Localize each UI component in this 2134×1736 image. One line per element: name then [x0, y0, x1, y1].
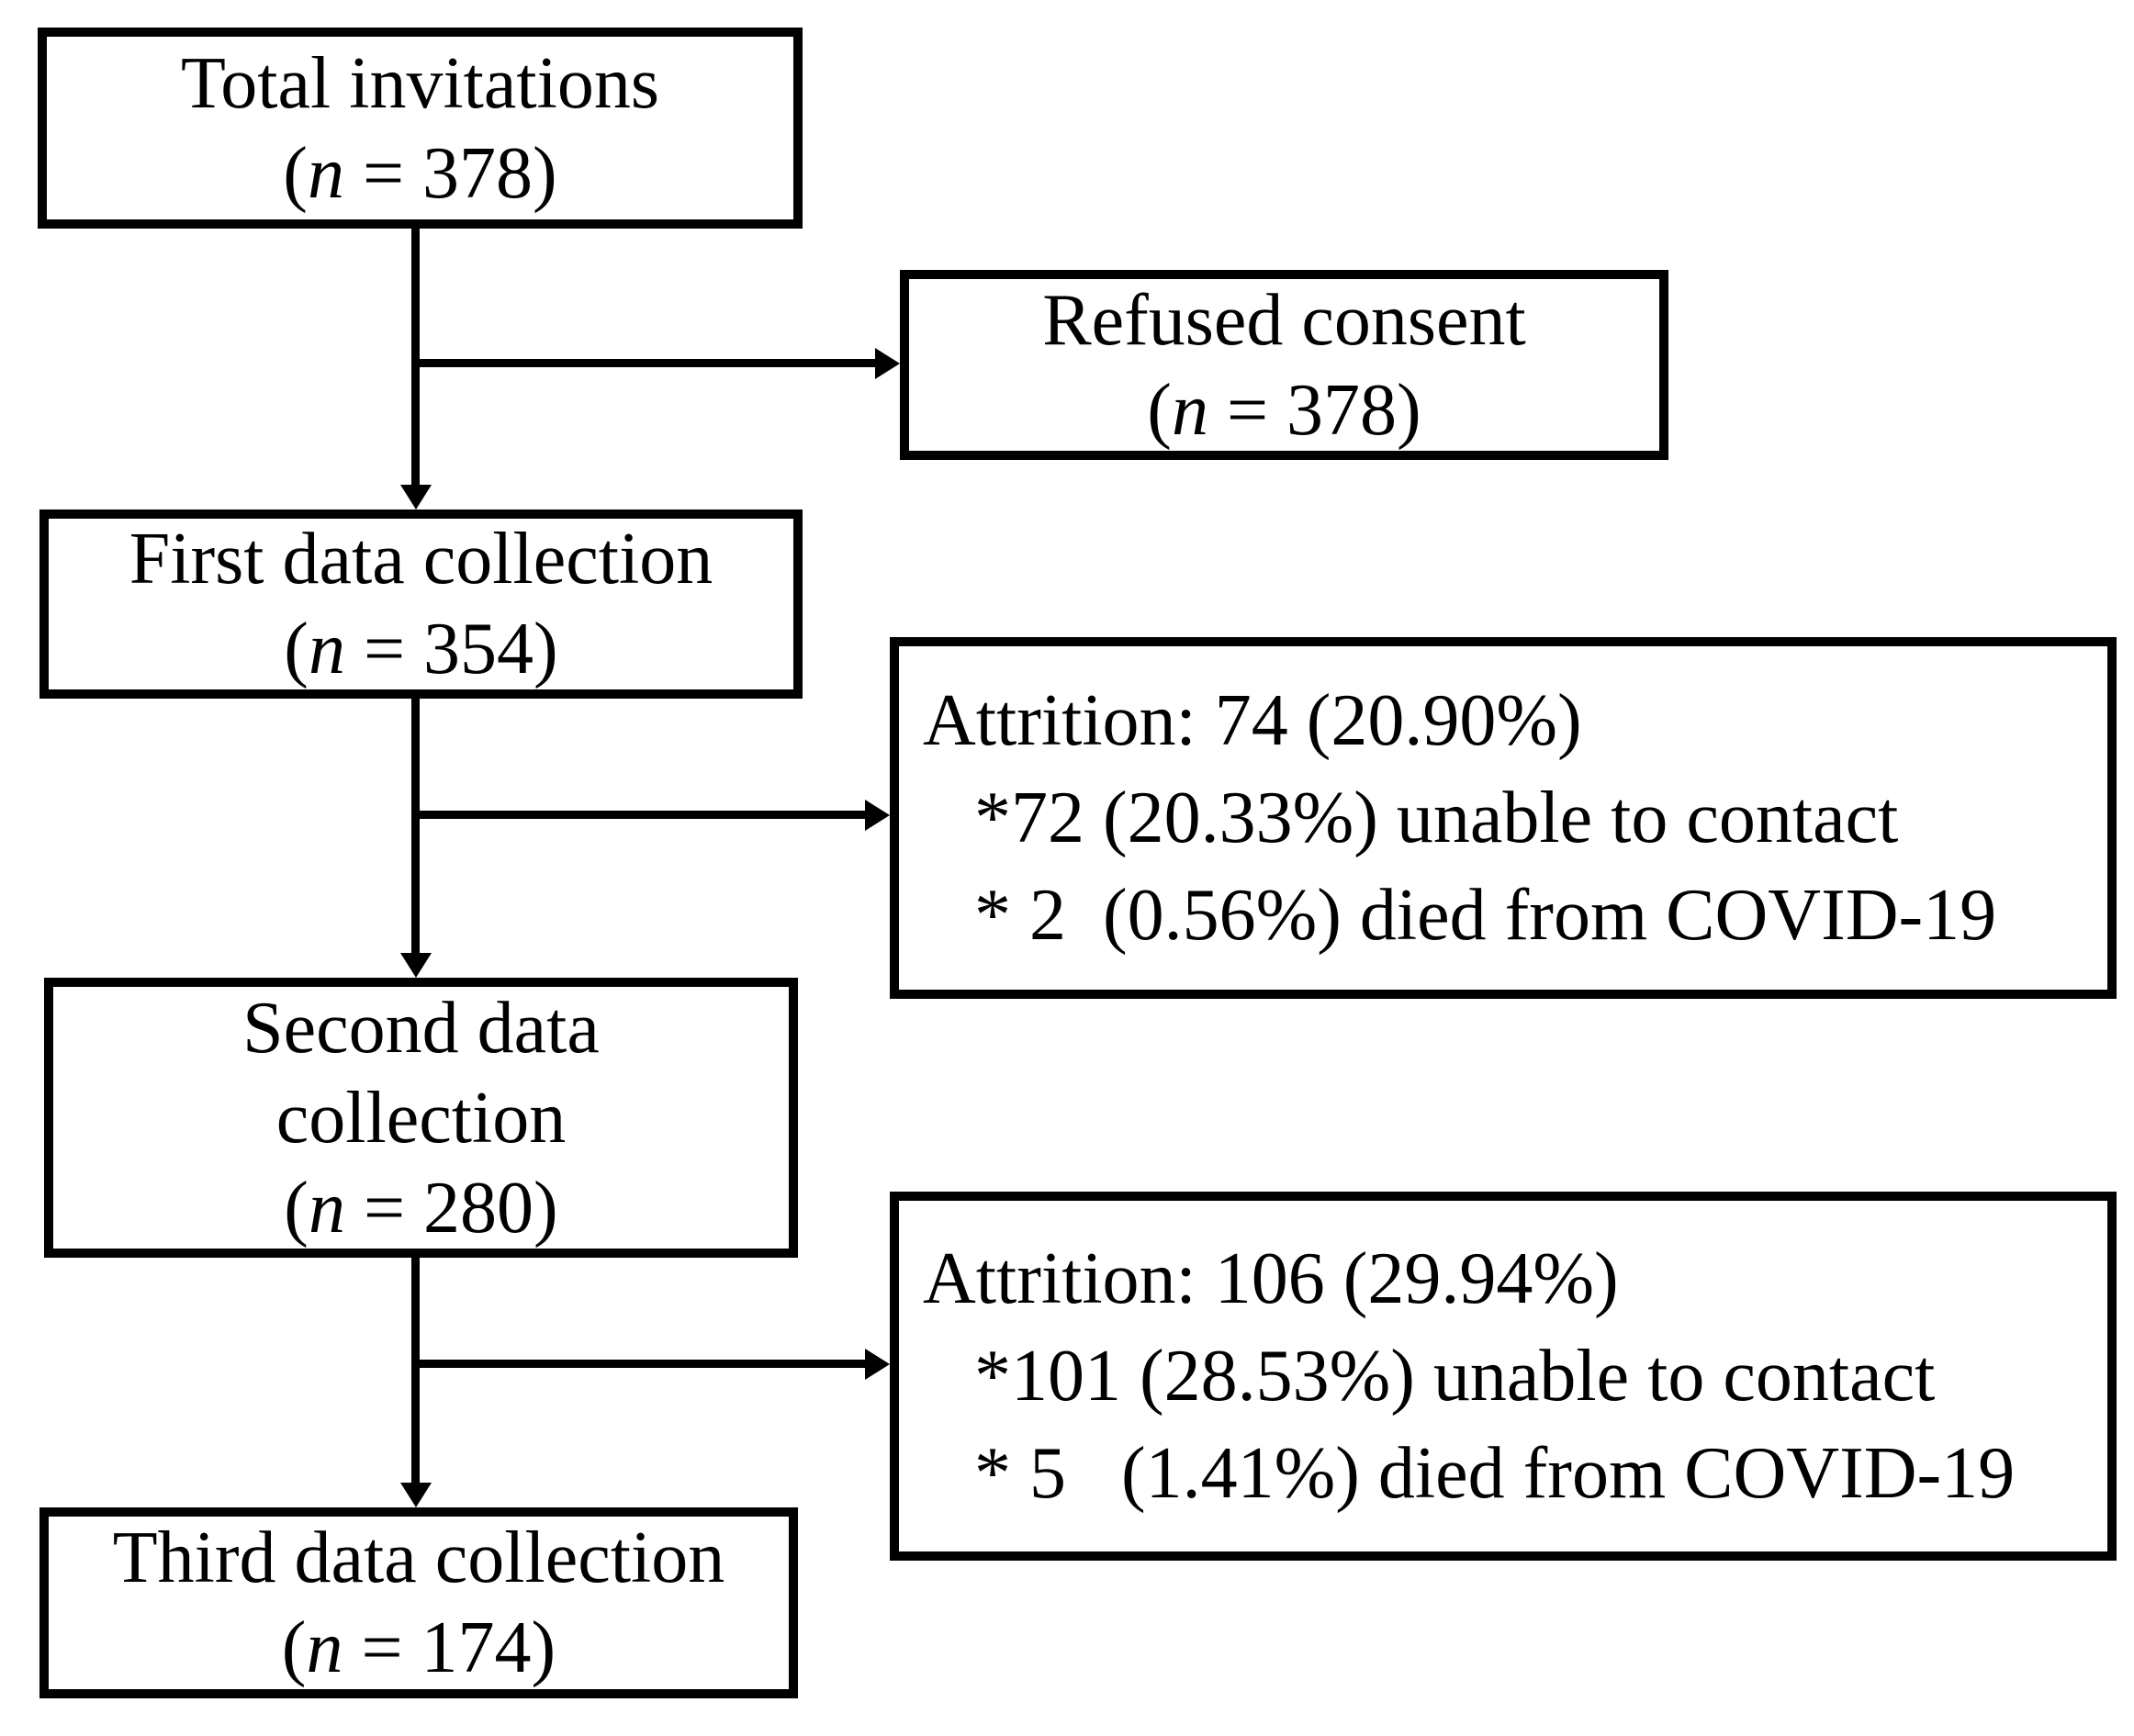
n-symbol: n	[308, 1167, 345, 1249]
stage-label: Third data collection	[112, 1518, 725, 1598]
n-open-paren: (	[281, 1607, 307, 1688]
arrow-to-attrition1-head	[865, 800, 890, 831]
sample-size: (n = 378)	[283, 129, 556, 218]
n-value: = 378)	[1207, 369, 1421, 451]
attrition-detail: *72 (20.33%) unable to contact	[974, 778, 1899, 858]
arrow-total-to-first-head	[400, 485, 432, 510]
n-open-paren: (	[283, 132, 308, 214]
third-data-collection-box: Third data collection (n = 174)	[39, 1507, 798, 1698]
arrow-first-to-second-line	[411, 699, 420, 954]
n-symbol: n	[1171, 369, 1208, 451]
sample-size: (n = 378)	[1147, 365, 1421, 455]
refused-consent-box: Refused consent (n = 378)	[900, 270, 1668, 460]
stage-label: Refused consent	[1042, 279, 1526, 361]
stage-label: Total invitations	[180, 42, 659, 124]
n-symbol: n	[306, 1607, 343, 1688]
attrition-title: Attrition: 106 (29.94%)	[923, 1238, 1619, 1319]
arrow-to-attrition2-head	[865, 1349, 890, 1380]
first-data-collection-box: First data collection (n = 354)	[39, 510, 803, 699]
n-open-paren: (	[284, 609, 309, 689]
n-value: = 280)	[344, 1167, 558, 1249]
arrow-total-to-first-line	[411, 229, 420, 487]
n-open-paren: (	[1147, 369, 1172, 451]
n-open-paren: (	[284, 1167, 309, 1249]
sample-size: (n = 280)	[284, 1163, 557, 1253]
second-data-collection-box: Second data collection (n = 280)	[44, 978, 798, 1258]
stage-label: Second data	[242, 987, 600, 1069]
arrow-first-to-second-head	[400, 953, 432, 978]
stage-label: collection	[275, 1077, 567, 1159]
n-symbol: n	[308, 609, 345, 689]
arrow-second-to-third-line	[411, 1258, 420, 1484]
attrition-box-1: Attrition: 74 (20.90%) *72 (20.33%) unab…	[890, 637, 2117, 999]
arrow-to-refused-head	[875, 348, 900, 379]
attrition-detail: * 5 (1.41%) died from COVID-19	[974, 1433, 2016, 1514]
attrition-detail: * 2 (0.56%) died from COVID-19	[974, 875, 1997, 956]
attrition-box-2: Attrition: 106 (29.94%) *101 (28.53%) un…	[890, 1192, 2117, 1561]
sample-size: (n = 354)	[284, 604, 557, 694]
arrow-to-attrition2-line	[415, 1360, 866, 1368]
n-symbol: n	[307, 132, 344, 214]
arrow-to-attrition1-line	[415, 811, 866, 819]
n-value: = 354)	[344, 609, 558, 689]
total-invitations-box: Total invitations (n = 378)	[38, 28, 803, 229]
arrow-to-refused-line	[415, 359, 876, 367]
stage-label: First data collection	[129, 519, 713, 599]
arrow-second-to-third-head	[400, 1483, 432, 1507]
attrition-title: Attrition: 74 (20.90%)	[923, 680, 1582, 761]
n-value: = 174)	[343, 1607, 556, 1688]
attrition-detail: *101 (28.53%) unable to contact	[974, 1336, 1936, 1417]
n-value: = 378)	[343, 132, 557, 214]
sample-size: (n = 174)	[282, 1603, 556, 1693]
